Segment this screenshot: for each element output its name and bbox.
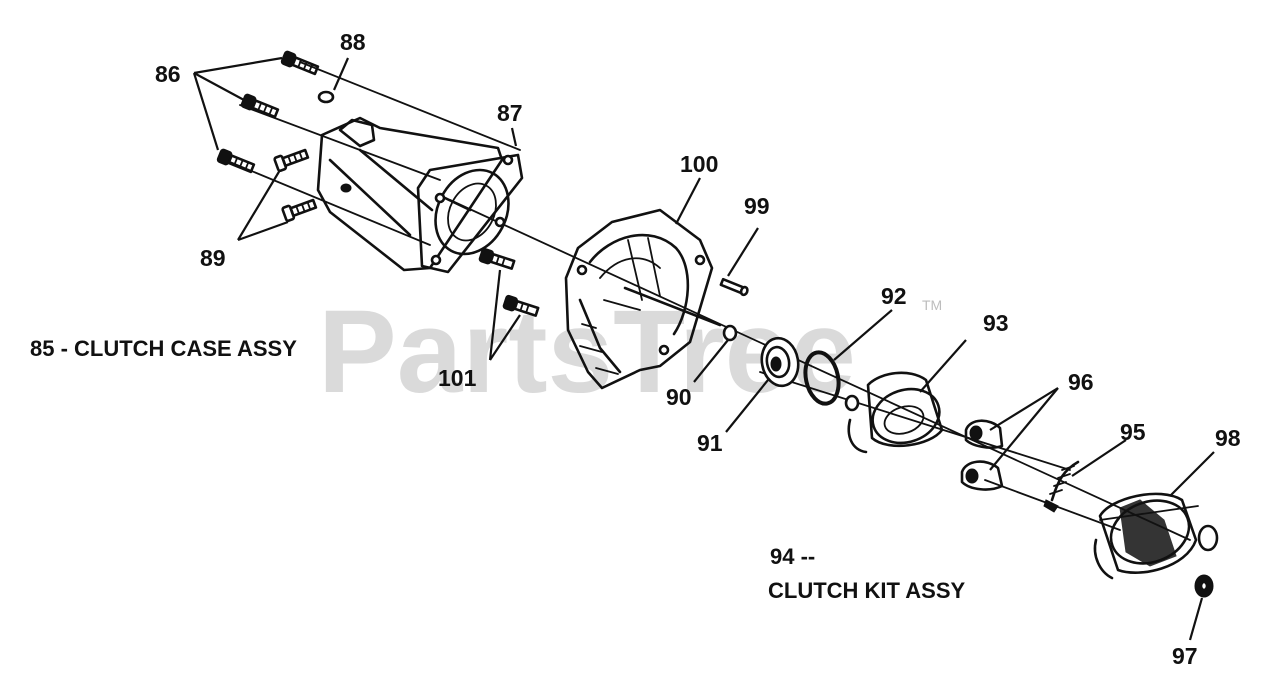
label-92: 92 (881, 283, 907, 309)
snap-ring-92 (803, 350, 841, 406)
screws-86 (216, 50, 320, 174)
label-93: 93 (983, 310, 1009, 336)
pin-99 (719, 277, 749, 297)
label-95: 95 (1120, 419, 1146, 445)
label-91: 91 (697, 430, 723, 456)
label-87: 87 (497, 100, 523, 126)
washer-90 (722, 324, 738, 342)
label-96: 96 (1068, 369, 1094, 395)
label-99: 99 (744, 193, 770, 219)
label-89: 89 (200, 245, 226, 271)
watermark-trademark: TM (922, 297, 942, 313)
clutch-kit-assy-label: CLUTCH KIT ASSY (768, 578, 966, 603)
label-97: 97 (1172, 643, 1198, 669)
label-88: 88 (340, 29, 366, 55)
screws-101 (478, 247, 540, 317)
clutch-shoes-96 (960, 419, 1004, 491)
spring-95 (1043, 460, 1080, 513)
clutch-case-assy-label: 85 - CLUTCH CASE ASSY (30, 336, 297, 361)
label-100: 100 (680, 151, 718, 177)
label-86: 86 (155, 61, 181, 87)
label-90: 90 (666, 384, 692, 410)
screws-89 (273, 148, 318, 223)
label-98: 98 (1215, 425, 1241, 451)
leader-lines (192, 56, 1215, 641)
clutch-carrier-98 (1093, 492, 1219, 580)
label-101: 101 (438, 365, 477, 391)
plug-88 (317, 90, 335, 104)
clutch-case-87 (316, 116, 524, 274)
clutch-kit-number: 94 -- (770, 544, 815, 569)
washer-97 (1194, 574, 1214, 598)
bearing-91 (760, 336, 800, 388)
housing-100 (564, 208, 722, 390)
clutch-drum-93 (844, 371, 944, 454)
